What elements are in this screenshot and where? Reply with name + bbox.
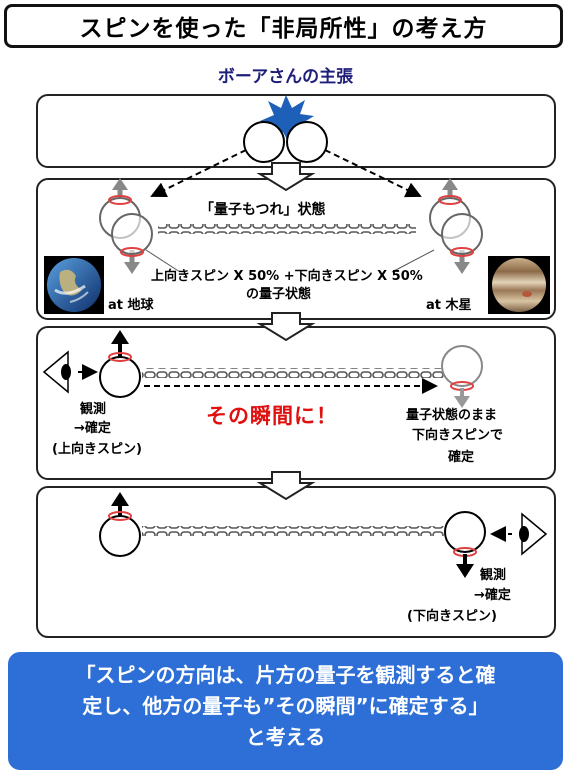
moment-label: その瞬間に！ bbox=[206, 404, 338, 428]
right-place-label: at 木星 bbox=[426, 298, 472, 313]
superposed-particle-right bbox=[429, 178, 483, 274]
down-arrow-icon bbox=[256, 162, 316, 501]
left-place-label: at 地球 bbox=[108, 298, 154, 313]
remote-result-line2: 下向きスピンで bbox=[412, 428, 504, 443]
particle-right-origin bbox=[286, 121, 328, 163]
chain-icon bbox=[142, 368, 444, 378]
observe-up-line2: →確定 bbox=[74, 421, 111, 436]
jupiter-image bbox=[488, 256, 550, 314]
particle-up-final bbox=[99, 492, 141, 557]
dashed-arrow-right bbox=[324, 149, 422, 198]
chain-icon bbox=[142, 526, 444, 536]
conclusion-line2: 定し、他方の量子も”その瞬間”に確定する」 bbox=[82, 694, 489, 718]
state-line1: 上向きスピン X 50% +下向きスピン X 50% bbox=[151, 269, 423, 284]
eye-icon bbox=[519, 512, 548, 556]
particle-remote-ghost bbox=[441, 345, 483, 408]
remote-result-line1: 量子状態のまま bbox=[406, 408, 498, 423]
subtitle: ボーアさんの主張 bbox=[217, 67, 354, 87]
particle-left-origin bbox=[243, 121, 285, 163]
earth-image bbox=[44, 256, 104, 314]
observe-down-line3: (下向きスピン) bbox=[407, 609, 497, 624]
dashed-arrow-left bbox=[150, 149, 247, 198]
observe-down-line1: 観測 bbox=[480, 568, 507, 583]
panel-second-observation bbox=[36, 486, 556, 638]
conclusion-line3: と考える bbox=[245, 725, 326, 749]
superposed-particle-left bbox=[99, 178, 153, 274]
observe-up-line1: 観測 bbox=[80, 402, 107, 417]
particle-down-final bbox=[444, 511, 486, 578]
remote-result-line3: 確定 bbox=[448, 450, 475, 465]
chain-icon bbox=[158, 224, 416, 234]
eye-icon bbox=[42, 350, 71, 394]
observe-down-line2: →確定 bbox=[474, 588, 511, 603]
entangled-label: 「量子もつれ」状態 bbox=[200, 202, 326, 218]
conclusion-box: 「スピンの方向は、片方の量子を観測すると確 定し、他方の量子も”その瞬間”に確定… bbox=[8, 652, 563, 770]
page-title-text: スピンを使った「非局所性」の考え方 bbox=[79, 16, 488, 42]
particle-observed-up bbox=[99, 330, 141, 398]
page-title: スピンを使った「非局所性」の考え方 bbox=[4, 4, 563, 48]
observe-up-line3: (上向きスピン) bbox=[52, 442, 142, 457]
conclusion-line1: 「スピンの方向は、片方の量子を観測すると確 bbox=[75, 663, 496, 687]
state-line2: の量子状態 bbox=[246, 287, 312, 302]
